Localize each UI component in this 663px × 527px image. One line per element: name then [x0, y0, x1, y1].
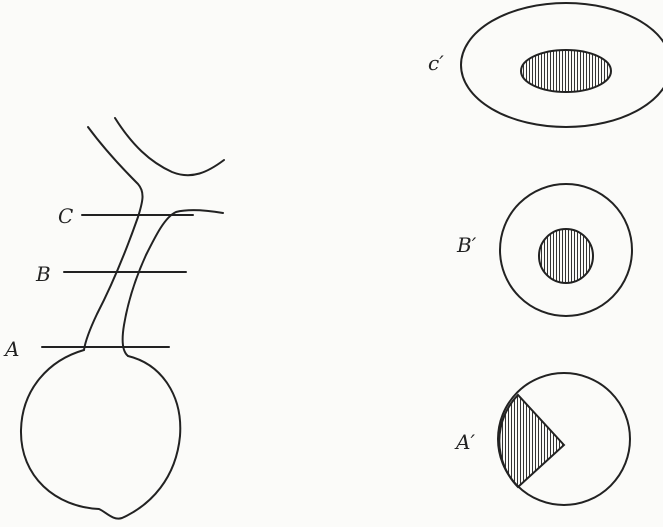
cross-section-c: c′ [428, 3, 663, 127]
label-c-right: c′ [428, 51, 444, 75]
label-c-left: C [58, 204, 73, 228]
cross-section-a: A′ [454, 373, 630, 505]
cross-section-b: B′ [456, 184, 632, 316]
left-structure: C B A [3, 118, 224, 519]
label-b-left: B [35, 262, 51, 286]
hatched-core-b [539, 229, 593, 283]
bulb-outline [21, 350, 180, 519]
label-a-right: A′ [454, 430, 475, 454]
right-stalk-outline [123, 210, 223, 356]
hatched-wedge-a [499, 395, 564, 487]
label-a-left: A [3, 337, 19, 361]
left-stalk-outline [84, 127, 143, 350]
hatched-core-c [521, 50, 611, 92]
upper-curve [115, 118, 224, 175]
label-b-right: B′ [456, 233, 477, 257]
